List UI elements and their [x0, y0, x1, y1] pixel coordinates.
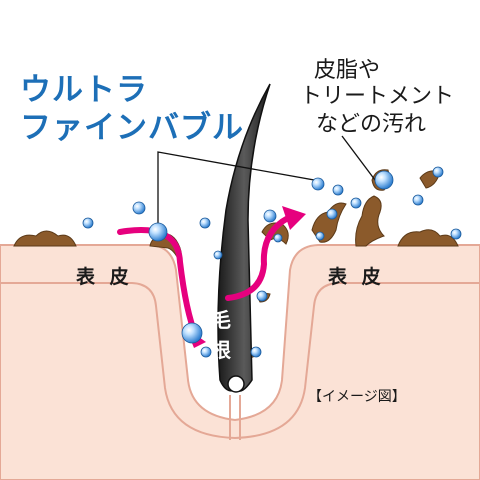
hair-bulb	[227, 375, 245, 393]
dirt-particle-icon	[355, 195, 385, 247]
bubble-icon	[263, 209, 277, 223]
arrow-head	[282, 206, 306, 230]
dirt-label-line-1: 皮脂や	[313, 58, 380, 83]
image-caption: 【イメージ図】	[308, 389, 406, 405]
bubble-icon	[200, 346, 212, 358]
skin-label-right: 表 皮	[328, 266, 385, 288]
flow-arrow-icon	[117, 227, 199, 339]
skin-surface-line	[0, 282, 480, 440]
bubble-icon	[181, 322, 203, 344]
bubble-icon	[311, 177, 325, 191]
bubble-icon	[273, 233, 283, 243]
root-label-char-2: 根	[211, 338, 231, 362]
dirt-label-line-2: トリートメント	[299, 84, 454, 109]
bubble-icon	[199, 217, 211, 229]
bubble-icon	[250, 346, 262, 358]
dirt-particle-icon	[397, 229, 459, 247]
dirt-label-line-3: などの汚れ	[315, 112, 426, 137]
follicle-base	[229, 395, 241, 440]
bubble-icon	[256, 290, 268, 302]
bubble-icon	[412, 194, 424, 206]
bubble-icon	[213, 250, 223, 260]
title-line-2: ファインバブル	[20, 110, 244, 146]
bubble-icon	[132, 201, 146, 215]
bubble-icon	[374, 170, 394, 190]
dirt-particle-icon	[13, 230, 77, 247]
bubble-icon	[432, 166, 444, 178]
bubble-icon	[82, 217, 94, 229]
skin-label-left: 表 皮	[76, 266, 133, 288]
bubble-icon	[350, 197, 362, 209]
title-line-1: ウルトラ	[20, 72, 148, 108]
bubble-icon	[450, 228, 462, 240]
flow-arrow-icon	[225, 215, 291, 301]
dirt-pointer-line	[341, 135, 379, 185]
flow-arrows	[117, 215, 291, 339]
bubble-icon	[326, 208, 338, 220]
bubble-icon	[148, 222, 168, 242]
bubbles	[82, 166, 462, 358]
bubble-icon	[315, 231, 325, 241]
root-label-char-1: 毛	[211, 308, 231, 332]
bubble-icon	[332, 184, 344, 196]
